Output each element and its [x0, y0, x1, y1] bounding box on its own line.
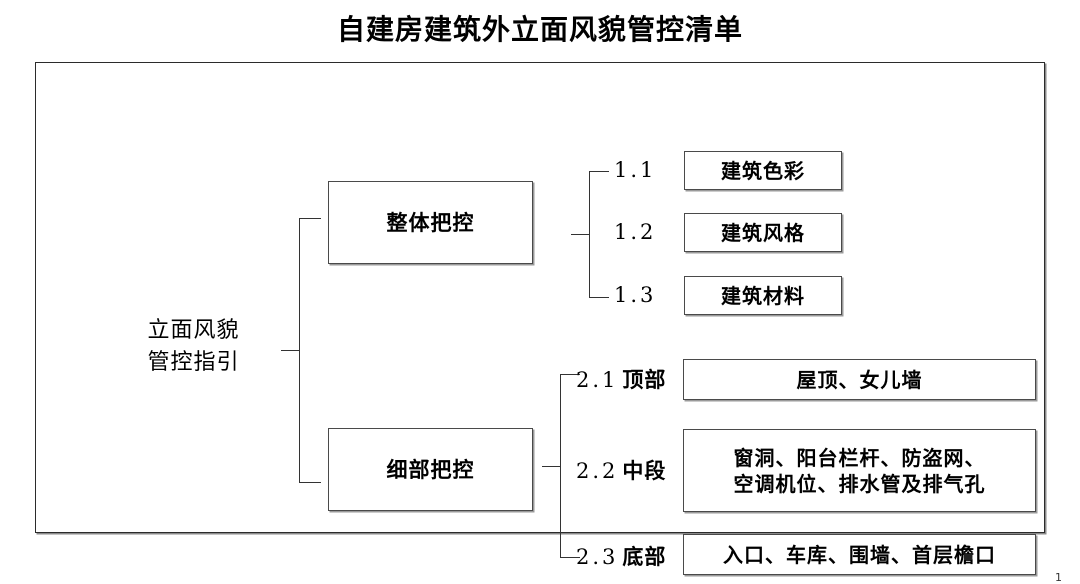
group2-bracket-stem — [542, 466, 561, 467]
root-bracket-connector — [299, 218, 321, 483]
page-title: 自建房建筑外立面风貌管控清单 — [336, 13, 743, 46]
node-middle-elements-line1: 窗洞、阳台栏杆、防盗网、 — [733, 445, 986, 470]
item-number-1-3: 1.3 — [614, 283, 656, 307]
item-number-1-1-text: 1.1 — [614, 158, 657, 182]
item-subtitle-2-3: 底部 — [622, 544, 667, 569]
item-subtitle-2-1: 顶部 — [622, 367, 667, 392]
root-node-label-line2: 管控指引 — [147, 349, 240, 375]
item-number-1-1: 1.1 — [614, 158, 656, 182]
node-middle-elements-line2: 空调机位、排水管及排气孔 — [733, 471, 986, 496]
group1-bracket-connector — [589, 171, 609, 298]
node-middle-elements[interactable]: 窗洞、阳台栏杆、防盗网、 空调机位、排水管及排气孔 — [683, 429, 1036, 512]
node-top-elements[interactable]: 屋顶、女儿墙 — [683, 359, 1036, 400]
content-frame: 立面风貌 管控指引 整体把控 细部把控 1.1 建筑色彩 1.2 建筑风格 1.… — [35, 62, 1062, 584]
group1-bracket-stem — [571, 234, 590, 235]
page-number: 1 — [1055, 571, 1062, 584]
item-subtitle-2-2: 中段 — [622, 458, 667, 483]
item-number-1-3-text: 1.3 — [614, 283, 657, 307]
item-number-2-2-text: 2.2 — [576, 459, 619, 483]
slide-page: 自建房建筑外立面风貌管控清单 立面风貌 管控指引 整体把控 细部把控 1.1 建… — [35, 13, 1062, 584]
node-top-elements-text: 屋顶、女儿墙 — [796, 367, 923, 392]
root-node-label-line1: 立面风貌 — [147, 318, 240, 343]
item-number-1-2: 1.2 — [614, 220, 656, 244]
node-bottom-elements[interactable]: 入口、车库、围墙、首层檐口 — [683, 534, 1036, 575]
node-detail-control[interactable]: 细部把控 — [328, 428, 533, 511]
root-node-label: 立面风貌 管控指引 — [111, 315, 276, 379]
node-building-material[interactable]: 建筑材料 — [684, 276, 842, 315]
item-number-1-2-text: 1.2 — [614, 220, 657, 244]
node-building-style[interactable]: 建筑风格 — [684, 213, 842, 252]
item-number-2-1-text: 2.1 — [576, 368, 619, 392]
item-number-2-3-text: 2.3 — [576, 545, 619, 569]
root-bracket-stem — [281, 350, 300, 351]
node-overall-control[interactable]: 整体把控 — [328, 181, 533, 264]
node-building-color[interactable]: 建筑色彩 — [684, 151, 842, 190]
node-bottom-elements-text: 入口、车库、围墙、首层檐口 — [723, 542, 996, 567]
